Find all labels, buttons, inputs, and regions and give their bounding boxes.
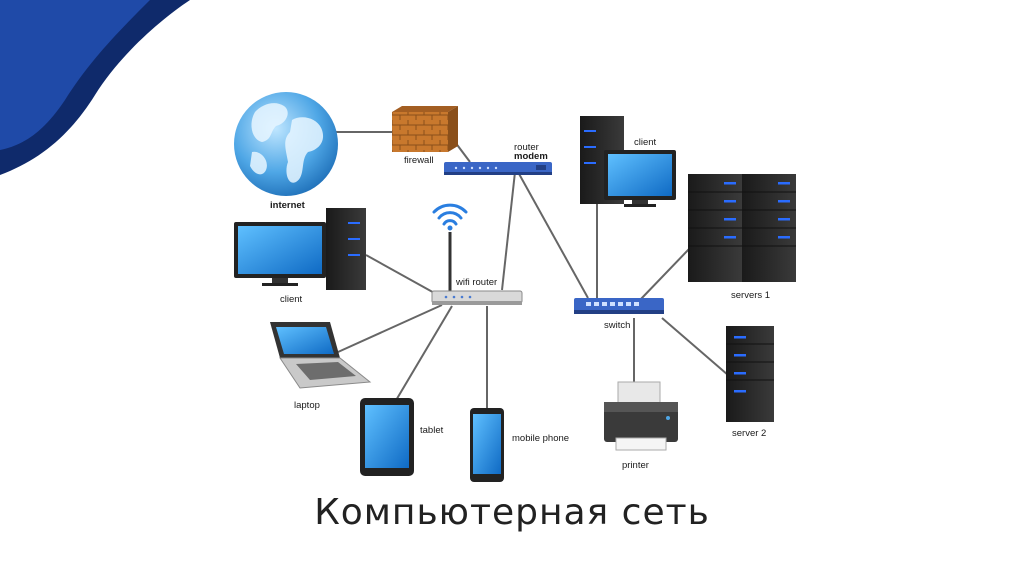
switch-label: switch bbox=[604, 320, 630, 331]
cable-client-left-wifi bbox=[366, 255, 438, 295]
mobile-phone-label: mobile phone bbox=[512, 433, 569, 444]
desktop-tower-icon bbox=[326, 208, 366, 290]
cable-tablet-wifi bbox=[395, 306, 452, 402]
switch-node: switch bbox=[574, 298, 664, 331]
laptop-label: laptop bbox=[294, 400, 320, 411]
internet-label: internet bbox=[270, 200, 306, 211]
server-2-label: server 2 bbox=[732, 428, 766, 439]
modem-label: modem bbox=[514, 151, 548, 162]
brick-wall-side bbox=[448, 106, 458, 152]
wifi-signal-icon bbox=[434, 205, 466, 224]
wifi-router-label: wifi router bbox=[455, 277, 497, 288]
printer-node: printer bbox=[604, 382, 678, 471]
cable-router-wifi bbox=[502, 172, 515, 290]
cable-router-switch bbox=[518, 172, 588, 298]
mobile-phone-node: mobile phone bbox=[470, 408, 569, 482]
client-top-node: client bbox=[580, 116, 676, 207]
brick-wall-top bbox=[392, 106, 458, 112]
servers-1-label: servers 1 bbox=[731, 290, 770, 301]
servers-1-node: servers 1 bbox=[688, 174, 796, 301]
client-left-node: client bbox=[234, 208, 366, 305]
wifi-router-node: wifi router bbox=[432, 205, 522, 305]
printer-label: printer bbox=[622, 460, 649, 471]
laptop-node: laptop bbox=[270, 322, 370, 411]
firewall-node: firewall bbox=[392, 106, 458, 166]
brick-wall-icon bbox=[392, 112, 448, 152]
tablet-node: tablet bbox=[360, 398, 444, 476]
tablet-label: tablet bbox=[420, 425, 444, 436]
internet-node: internet bbox=[234, 92, 338, 211]
slide-title: Компьютерная сеть bbox=[0, 492, 1024, 533]
server-2-node: server 2 bbox=[726, 326, 774, 439]
server-rack-icon bbox=[726, 326, 774, 422]
firewall-label: firewall bbox=[404, 155, 434, 166]
router-modem-node: router modem bbox=[444, 142, 552, 175]
cable-servers1-switch bbox=[640, 248, 690, 300]
cable-laptop-wifi bbox=[338, 305, 442, 352]
cable-server2-switch bbox=[662, 318, 728, 375]
client-top-label: client bbox=[634, 137, 657, 148]
client-left-label: client bbox=[280, 294, 303, 305]
